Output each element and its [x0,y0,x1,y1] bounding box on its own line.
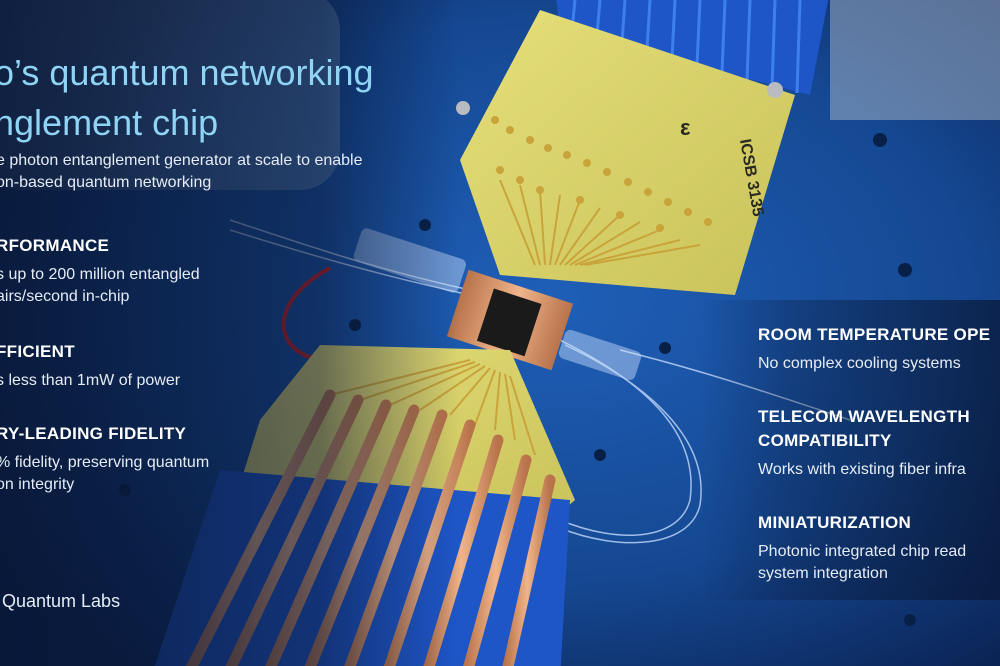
feature-line: No complex cooling systems [758,355,961,372]
feature-description: No complex cooling systems [758,353,990,375]
feature-heading: ROOM TEMPERATURE OPE [758,323,990,347]
feature-efficient: FFICIENT s less than 1mW of power [0,340,180,392]
feature-line: s up to 200 million entangled [0,266,200,283]
subtitle-line-1: e photon entanglement generator at scale… [0,152,363,169]
feature-heading: RFORMANCE [0,236,110,255]
feature-description: Photonic integrated chip read system int… [758,541,966,585]
feature-heading: MINIATURIZATION [758,511,966,535]
feature-performance: RFORMANCE s up to 200 million entangled … [0,234,200,308]
title-line-2: nglement chip [0,102,219,143]
feature-fidelity: RY-LEADING FIDELITY % fidelity, preservi… [0,422,209,496]
feature-description: Works with existing fiber infra [758,459,970,481]
feature-description: % fidelity, preserving quantum on integr… [0,452,209,496]
feature-description: s less than 1mW of power [0,370,180,392]
feature-heading-line: ROOM TEMPERATURE OPE [758,325,991,344]
feature-heading-line: COMPATIBILITY [758,431,892,450]
feature-miniaturization: MINIATURIZATION Photonic integrated chip… [758,511,966,585]
feature-heading: FFICIENT [0,342,75,361]
page-subtitle: e photon entanglement generator at scale… [0,150,363,194]
feature-heading-line: MINIATURIZATION [758,513,912,532]
feature-line: Works with existing fiber infra [758,461,966,478]
right-text-overlay [700,300,1000,600]
feature-heading-line: TELECOM WAVELENGTH [758,407,970,426]
feature-line: % fidelity, preserving quantum [0,454,210,471]
feature-line: airs/second in-chip [0,288,130,305]
board-mark: ε [680,115,691,140]
feature-line: system integration [758,565,888,582]
feature-line: Photonic integrated chip read [758,543,967,560]
subtitle-line-2: on-based quantum networking [0,174,212,191]
feature-description: s up to 200 million entangled airs/secon… [0,264,200,308]
feature-line: s less than 1mW of power [0,372,181,389]
title-line-1: o’s quantum networking [0,52,374,93]
brand-label: Quantum Labs [2,591,121,611]
feature-telecom-wavelength: TELECOM WAVELENGTH COMPATIBILITY Works w… [758,405,970,481]
feature-room-temperature: ROOM TEMPERATURE OPE No complex cooling … [758,323,990,375]
feature-line: on integrity [0,476,75,493]
feature-heading: TELECOM WAVELENGTH COMPATIBILITY [758,405,970,453]
left-text-overlay [0,0,460,666]
page-title: o’s quantum networking nglement chip [0,48,374,148]
feature-heading: RY-LEADING FIDELITY [0,424,187,443]
